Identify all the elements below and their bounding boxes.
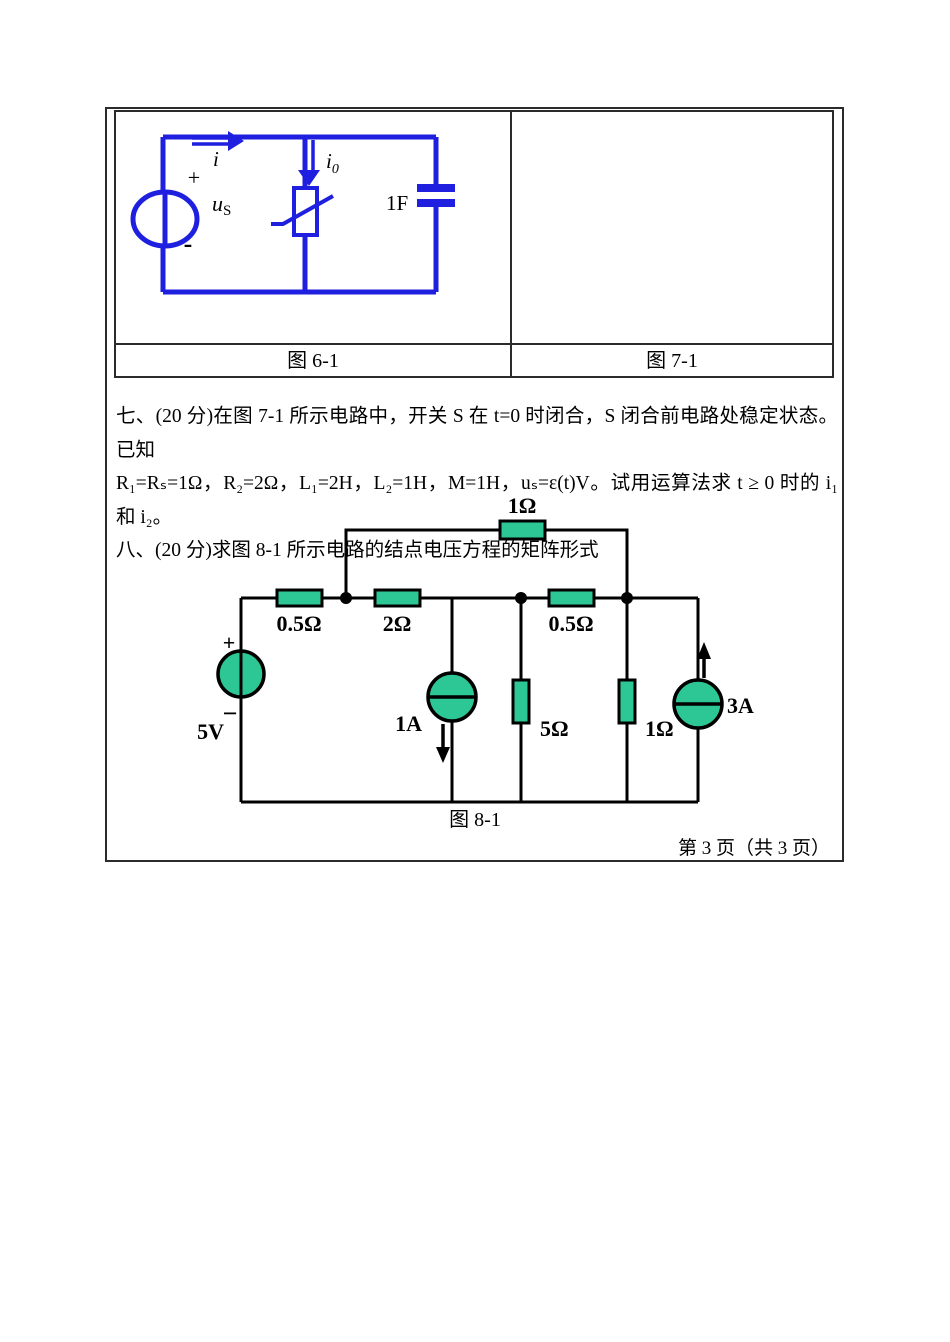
voltage-source-5v — [216, 649, 266, 699]
label-resistor-0p5-left: 0.5Ω — [276, 611, 321, 636]
caption-row-divider — [116, 343, 832, 345]
circuit-6-1: i i0 + - uS 1F — [130, 131, 455, 295]
label-current-3a: 3A — [727, 693, 754, 718]
current-source-3a — [672, 642, 724, 730]
current-3a-arrow-up — [697, 642, 711, 678]
resistor-1ohm-right — [617, 678, 637, 725]
current-arrow-i — [192, 131, 244, 151]
label-source-plus: + — [188, 165, 200, 190]
resistor-0p5ohm-left — [275, 588, 324, 608]
figure-7-cell-empty — [512, 112, 832, 343]
problem-8-line: 八、(20 分)求图 8-1 所示电路的结点电压方程的矩阵形式 — [116, 540, 599, 561]
label-source-minus: - — [184, 229, 193, 258]
label-voltage-5v: 5V — [197, 719, 224, 744]
nonlinear-resistor — [271, 186, 334, 237]
label-source-us: uS — [212, 191, 231, 219]
label-resistor-2ohm: 2Ω — [383, 611, 412, 636]
circuit-8-1: 1Ω 0.5Ω 2Ω 0.5Ω 5Ω 1Ω 5V + − 1A 3A — [197, 493, 754, 804]
figure-8-caption: 图 8-1 — [449, 809, 501, 831]
figures-table: 图 6-1 图 7-1 — [114, 110, 834, 378]
node-dot-3 — [621, 592, 633, 604]
page-number: 第 3 页（共 3 页） — [677, 838, 830, 859]
current-arrow-i0 — [298, 140, 320, 186]
resistor-5ohm — [511, 678, 531, 725]
node-dot-2 — [515, 592, 527, 604]
current-source-1a — [426, 671, 478, 763]
label-resistor-0p5-right: 0.5Ω — [548, 611, 593, 636]
resistor-0p5ohm-right — [547, 588, 596, 608]
resistor-2ohm — [373, 588, 422, 608]
label-resistor-5ohm: 5Ω — [540, 716, 569, 741]
figure-6-caption: 图 6-1 — [287, 350, 339, 372]
label-current-i0: i0 — [326, 149, 339, 177]
label-resistor-1ohm-right: 1Ω — [645, 716, 674, 741]
circuit-8-1-wires — [239, 528, 700, 804]
problems-text: 七、(20 分)在图 7-1 所示电路中，开关 S 在 t=0 时闭合，S 闭合… — [116, 400, 838, 568]
problem-7-line-1: 七、(20 分)在图 7-1 所示电路中，开关 S 在 t=0 时闭合，S 闭合… — [116, 406, 838, 461]
capacitor-1f — [417, 184, 455, 207]
table-column-divider — [510, 112, 512, 376]
page-frame — [105, 107, 844, 862]
label-resistor-1ohm-top: 1Ω — [508, 493, 537, 518]
node-dot-1 — [340, 592, 352, 604]
label-current-1a: 1A — [395, 711, 422, 736]
problem-7-line-2: R₁=Rₛ=1Ω，R₂=2Ω，L₁=2H，L₂=1H，M=1H，uₛ=ε(t)V… — [116, 473, 838, 528]
label-capacitor-1f: 1F — [386, 191, 408, 215]
label-current-i: i — [213, 147, 219, 171]
current-1a-arrow-down — [436, 724, 450, 763]
figure-7-caption: 图 7-1 — [646, 350, 698, 372]
label-vs-plus: + — [223, 630, 236, 655]
resistor-1ohm-top — [498, 519, 547, 541]
label-vs-minus: − — [223, 699, 238, 728]
